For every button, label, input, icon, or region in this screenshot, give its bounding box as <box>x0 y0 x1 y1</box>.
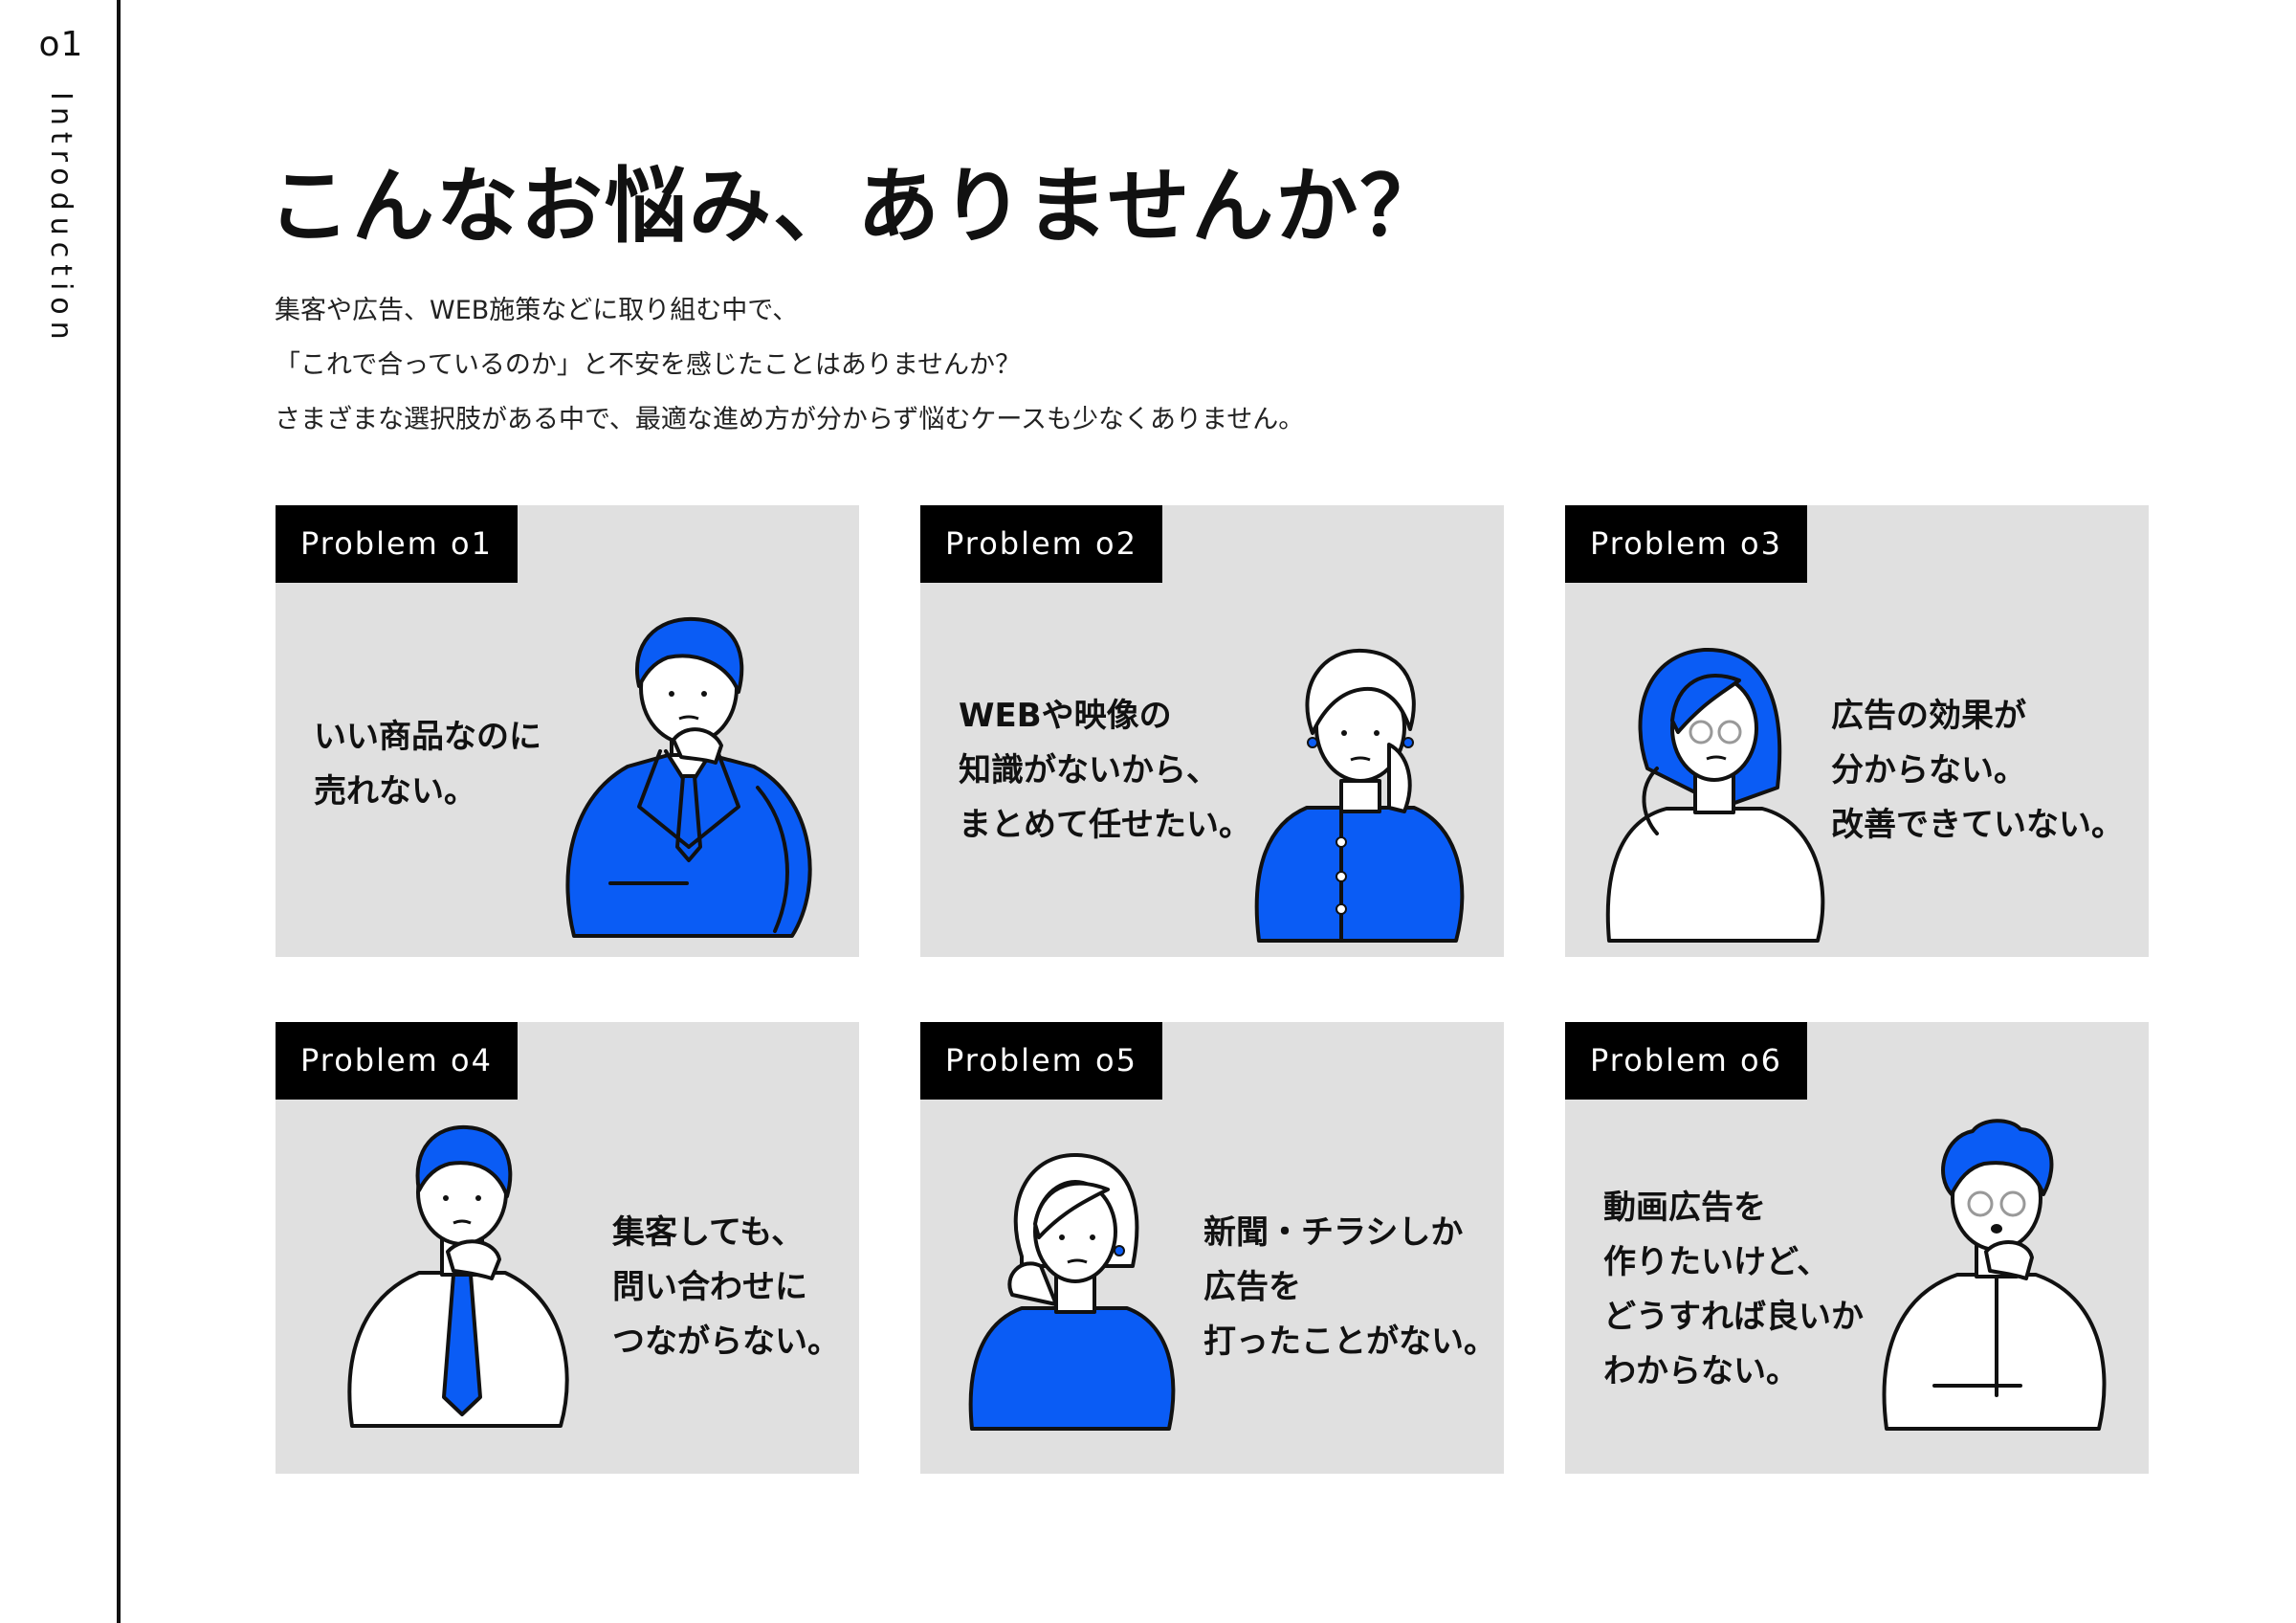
problem-tag: Problem o5 <box>920 1022 1162 1100</box>
woman-bob-hair-worried-icon <box>968 1152 1176 1431</box>
problem-tag: Problem o2 <box>920 505 1162 583</box>
intro-line: 集客や広告、WEB施策などに取り組む中で、 <box>275 296 799 325</box>
woman-curly-hair-worried-icon <box>1254 648 1465 943</box>
man-shirt-tie-thinking-icon <box>347 1124 569 1428</box>
man-curly-hair-glasses-icon <box>1882 1119 2107 1431</box>
problem-tag: Problem o1 <box>276 505 518 583</box>
page-title: こんなお悩み、ありませんか？ <box>268 159 1445 255</box>
problem-card-3: Problem o3 広告の効果が 分からない。 改善できていない。 <box>1565 505 2149 957</box>
problem-text: 新聞・チラシしか 広告を 打ったことがない。 <box>1203 1213 1496 1361</box>
intro-line: さまざまな選択肢がある中で、最適な進め方が分からず悩むケースも少なくありません。 <box>275 405 1305 434</box>
intro-line: 「これで合っているのか」と不安を感じたことはありませんか？ <box>275 350 1022 380</box>
problem-card-1: Problem o1 いい商品なのに 売れない。 <box>276 505 859 957</box>
section-number: o1 <box>38 25 84 64</box>
problem-tag: Problem o4 <box>276 1022 518 1100</box>
problem-tag: Problem o6 <box>1565 1022 1807 1100</box>
problem-card-6: Problem o6 動画広告を 作りたいけど、 どうすれば良いか わからない。 <box>1565 1022 2149 1474</box>
problem-text: 動画広告を 作りたいけど、 どうすれば良いか わからない。 <box>1603 1189 1864 1390</box>
woman-long-hair-glasses-icon <box>1605 647 1825 943</box>
problem-card-4: Problem o4 集客しても、 問い合わせに つながらない。 <box>276 1022 859 1474</box>
problem-card-5: Problem o5 新聞・チラシしか 広告を 打ったことがない。 <box>920 1022 1504 1474</box>
problem-tag: Problem o3 <box>1565 505 1807 583</box>
problem-text: WEBや映像の 知識がないから、 まとめて任せたい。 <box>959 697 1251 844</box>
intro-text: 集客や広告、WEB施策などに取り組む中で、 「これで合っているのか」と不安を感じ… <box>275 283 1901 447</box>
section-label: Introduction <box>44 92 77 346</box>
sidebar-divider <box>117 0 121 1623</box>
problem-card-2: Problem o2 WEBや映像の 知識がないから、 まとめて任せたい。 <box>920 505 1504 957</box>
problem-text: 集客しても、 問い合わせに つながらない。 <box>612 1213 840 1361</box>
problem-text: いい商品なのに 売れない。 <box>314 718 541 811</box>
problem-text: 広告の効果が 分からない。 改善できていない。 <box>1831 697 2124 844</box>
businessman-suit-thinking-icon <box>565 616 812 938</box>
